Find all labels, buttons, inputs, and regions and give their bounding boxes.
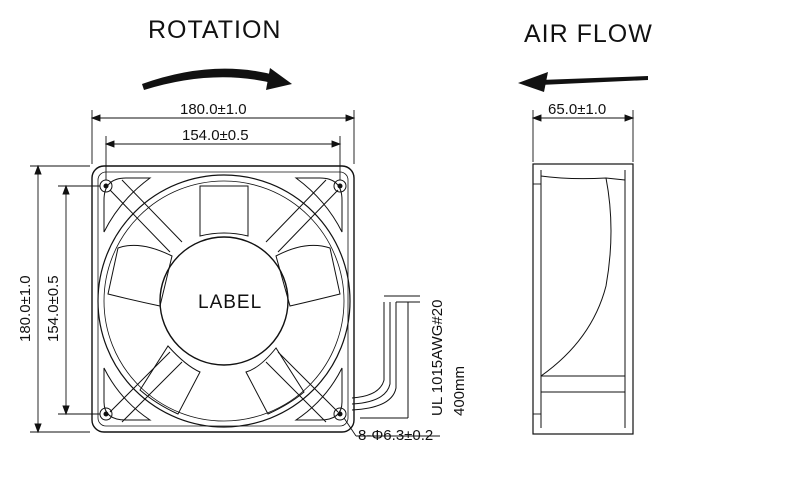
wire-spec-label: UL 1015AWG#20 [429, 299, 446, 416]
dim-depth [531, 110, 635, 162]
width-overall-label: 180.0±1.0 [180, 101, 247, 118]
hub-label: LABEL [198, 292, 263, 313]
dim-height-overall [30, 164, 90, 434]
dim-width-overall [90, 110, 356, 164]
lead-wires [351, 295, 420, 419]
dim-height-holes [58, 184, 100, 416]
height-overall-label: 180.0±1.0 [17, 275, 34, 342]
airflow-arrow-icon [518, 72, 648, 92]
airflow-title: AIR FLOW [524, 20, 653, 48]
wire-length-label: 400mm [451, 365, 468, 416]
side-view [531, 110, 635, 435]
dim-width-holes [104, 136, 342, 180]
rotation-arrow-icon [142, 68, 292, 90]
holes-label: 8-Φ6.3±0.2 [358, 427, 434, 444]
holes-leader [343, 417, 440, 437]
height-holes-label: 154.0±0.5 [45, 275, 62, 342]
front-view [30, 110, 440, 437]
depth-label: 65.0±1.0 [548, 101, 607, 118]
rotation-title: ROTATION [148, 16, 282, 44]
width-holes-label: 154.0±0.5 [182, 127, 249, 144]
